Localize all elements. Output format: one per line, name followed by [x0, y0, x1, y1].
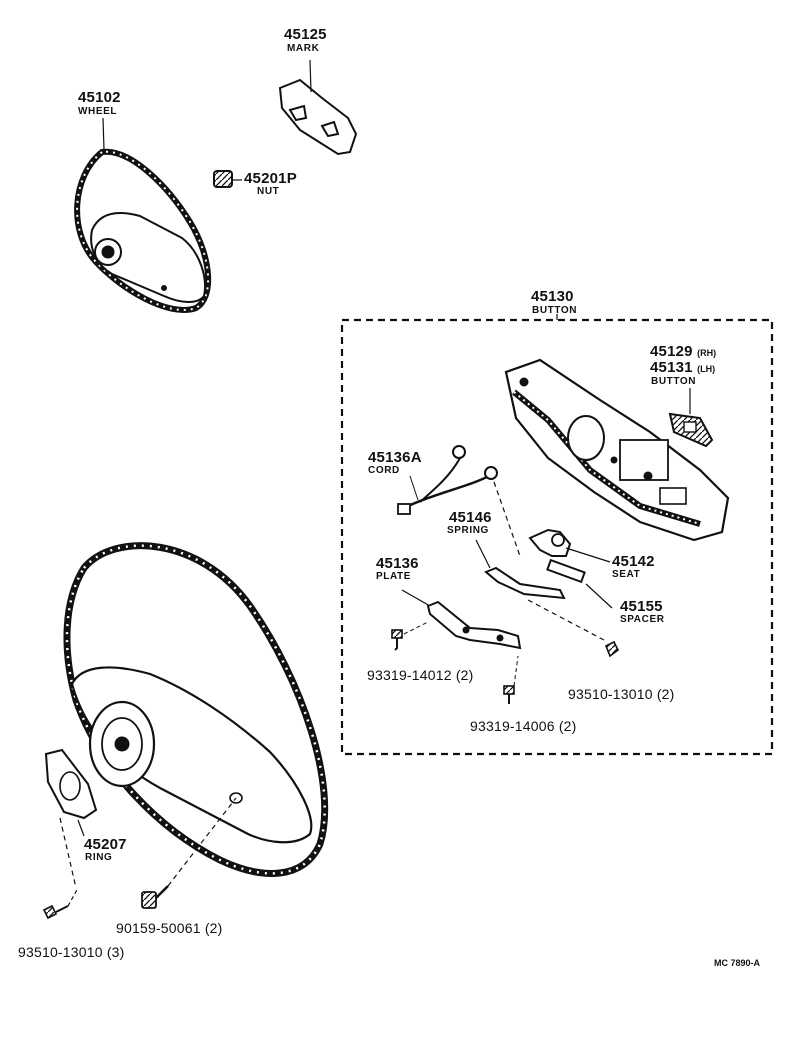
button-lh-part-number: 45131	[650, 359, 693, 376]
spring-part-number: 45146	[449, 509, 492, 526]
button-rh-part-number: 45129	[650, 343, 693, 360]
screw-93510-13010-box-label: 93510-13010 (2)	[568, 686, 675, 702]
spacer-part	[546, 558, 613, 609]
wheel-part-number: 45102	[78, 89, 121, 106]
bolt-90159-50061-label: 90159-50061 (2)	[116, 920, 223, 936]
mark-part-number: 45125	[284, 26, 327, 43]
mark-emblem	[278, 59, 358, 156]
upper-wheel	[74, 117, 212, 313]
ring-part	[44, 748, 98, 889]
screw-93319-14006-label: 93319-14006 (2)	[470, 718, 577, 734]
ring-part-number: 45207	[84, 836, 127, 853]
plate-part-name: PLATE	[376, 571, 412, 582]
wheel-part-name: WHEEL	[78, 106, 118, 117]
lower-wheel	[63, 542, 329, 877]
spacer-part-name: SPACER	[620, 614, 665, 625]
button-rh-lh-part-name: BUTTON	[651, 376, 697, 387]
button-lh-line: 45131 (LH)	[650, 359, 715, 377]
cord-part-name: CORD	[368, 465, 400, 476]
mark-part-name: MARK	[287, 43, 320, 54]
screw-93510-13010-lower-label: 93510-13010 (3)	[18, 944, 125, 960]
spring-part-name: SPRING	[447, 525, 489, 536]
button-pad	[504, 358, 730, 542]
button-assembly-part-number: 45130	[531, 288, 574, 305]
diagram-reference-code: MC 7890-A	[714, 958, 761, 968]
spacer-part-number: 45155	[620, 598, 663, 615]
screw-93319-14006	[503, 655, 519, 704]
button-lh-suffix: (LH)	[697, 364, 716, 374]
seat-part-name: SEAT	[612, 569, 641, 580]
plate-part	[401, 589, 605, 650]
nut-part-number: 45201P	[244, 170, 297, 187]
screw-93319-14012-label: 93319-14012 (2)	[367, 667, 474, 683]
seat-part-number: 45142	[612, 553, 655, 570]
screw-93510-13010-lower	[42, 887, 79, 920]
plate-part-number: 45136	[376, 555, 419, 572]
button-rh-line: 45129 (RH)	[650, 343, 716, 361]
bolt-90159-50061	[141, 797, 237, 909]
nut-part	[213, 170, 242, 188]
spring-part	[475, 539, 566, 600]
screw-93319-14012	[391, 621, 429, 651]
nut-part-name: NUT	[257, 186, 280, 197]
button-rh-suffix: (RH)	[697, 348, 717, 358]
ring-part-name: RING	[85, 852, 113, 863]
cord-part	[397, 445, 521, 557]
screw-93510-13010-box	[604, 640, 620, 658]
seat-part	[528, 528, 611, 563]
cord-part-number: 45136A	[368, 449, 422, 466]
button-rh-lh	[668, 388, 714, 448]
button-assembly-part-name: BUTTON	[532, 305, 578, 316]
